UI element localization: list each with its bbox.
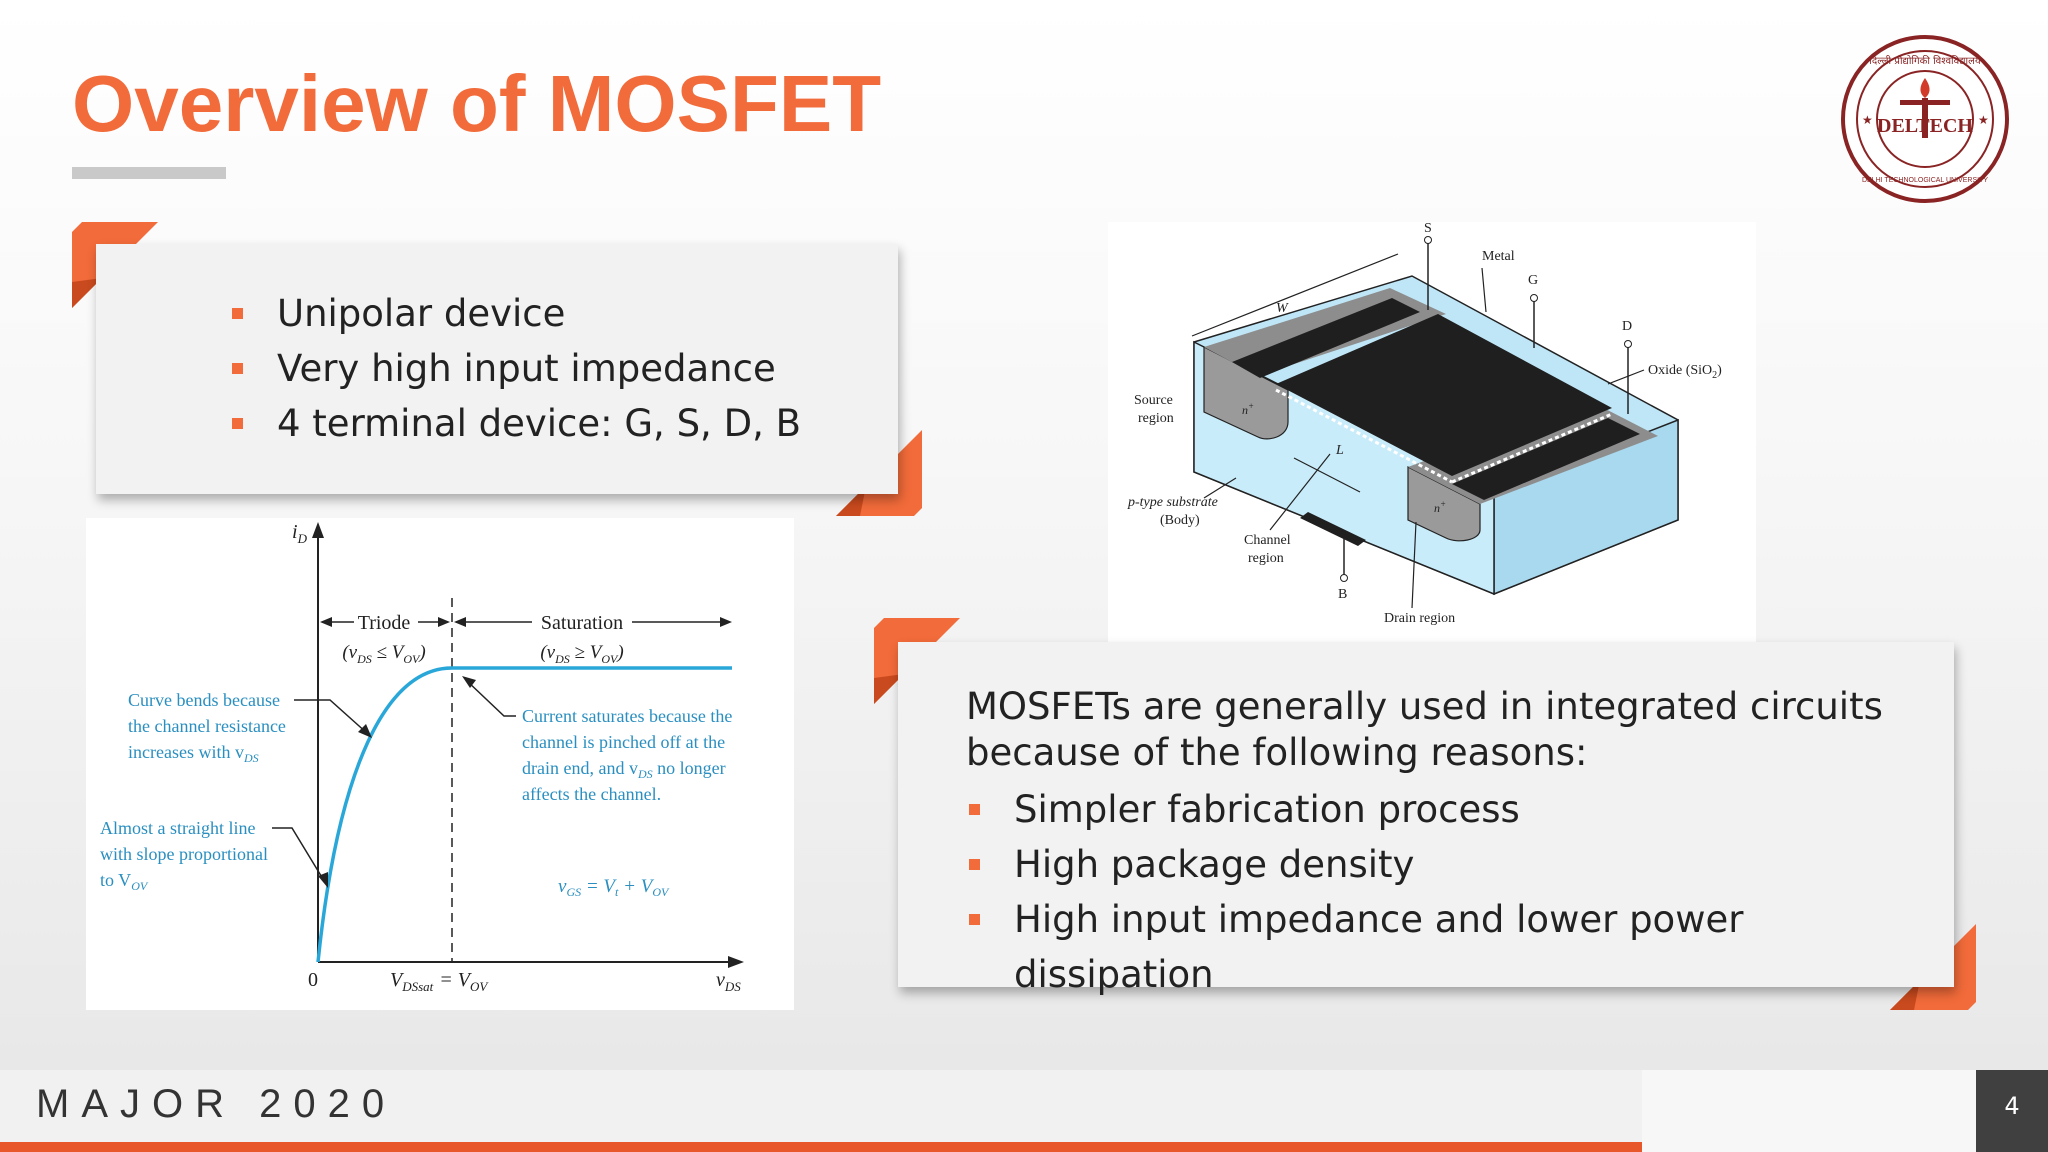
features-card: Unipolar device Very high input impedanc… xyxy=(96,244,898,494)
iv-characteristic-graph: iD vDS 0 VDSsat= VOV Triode (vDS ≤ VOV) … xyxy=(86,518,794,1010)
features-list: Unipolar device Very high input impedanc… xyxy=(232,286,801,451)
page-number: 4 xyxy=(2004,1092,2020,1120)
metal-label: Metal xyxy=(1482,249,1515,264)
title-underline xyxy=(72,167,226,179)
logo-star-right: ★ xyxy=(1978,113,1989,127)
bullet-square-icon xyxy=(232,363,243,374)
origin-label: 0 xyxy=(308,969,318,991)
svg-text:with slope proportional: with slope proportional xyxy=(100,844,268,864)
svg-text:affects the channel.: affects the channel. xyxy=(522,784,661,804)
logo-star-left: ★ xyxy=(1862,113,1873,127)
y-axis-label: iD xyxy=(292,521,308,546)
svg-text:Current saturates because the: Current saturates because the xyxy=(522,706,732,726)
n-plus-drain-label: n+ xyxy=(1434,499,1446,515)
vdssat-label: VDSsat= VOV xyxy=(390,969,489,994)
substrate-label: p-type substrate(Body) xyxy=(1127,495,1218,528)
n-plus-source-label: n+ xyxy=(1242,401,1254,417)
svg-text:to VOV: to VOV xyxy=(100,870,149,893)
list-item: Simpler fabrication process xyxy=(969,782,1954,837)
drain-region-label: Drain region xyxy=(1384,611,1455,626)
logo-english-text: DELHI TECHNOLOGICAL UNIVERSITY xyxy=(1862,177,1988,184)
vgs-equation: vGS = Vt + VOV xyxy=(558,876,670,899)
width-label: W xyxy=(1276,301,1289,316)
svg-text:increases with vDS: increases with vDS xyxy=(128,742,259,765)
bullet-square-icon xyxy=(969,914,980,925)
logo-hindi-text: दिल्ली प्रौद्योगिकी विश्वविद्यालय xyxy=(1869,55,1981,67)
triode-condition: (vDS ≤ VOV) xyxy=(342,642,425,666)
saturation-condition: (vDS ≥ VOV) xyxy=(540,642,623,666)
length-label: L xyxy=(1335,443,1344,458)
note-curve-bends: Curve bends because the channel resistan… xyxy=(128,690,286,765)
gate-metal xyxy=(1276,314,1612,476)
university-logo: DELTECH दिल्ली प्रौद्योगिकी विश्वविद्याल… xyxy=(1840,34,2010,204)
reasons-list: Simpler fabrication process High package… xyxy=(969,782,1954,1002)
note-current-saturates: Current saturates because the channel is… xyxy=(522,706,732,804)
slide-title: Overview of MOSFET xyxy=(72,59,882,148)
note-straight-line: Almost a straight line with slope propor… xyxy=(100,818,268,893)
terminal-d: D xyxy=(1622,319,1632,334)
footer-right-panel xyxy=(1642,1070,1976,1152)
list-item: Very high input impedance xyxy=(232,341,801,396)
reasons-intro: MOSFETs are generally used in integrated… xyxy=(966,685,1883,774)
svg-text:drain end, and vDS no longer: drain end, and vDS no longer xyxy=(522,758,726,781)
list-item: Unipolar device xyxy=(232,286,801,341)
list-item: 4 terminal device: G, S, D, B xyxy=(232,396,801,451)
svg-text:Curve bends because: Curve bends because xyxy=(128,690,280,710)
bullet-square-icon xyxy=(232,308,243,319)
reasons-card: MOSFETs are generally used in integrated… xyxy=(898,642,1954,996)
list-item: High package density xyxy=(969,837,1954,892)
logo-text: DELTECH xyxy=(1877,115,1973,137)
svg-text:Almost a straight line: Almost a straight line xyxy=(100,818,255,838)
terminal-b: B xyxy=(1338,587,1347,602)
source-metal xyxy=(1232,298,1420,378)
source-n-plus xyxy=(1203,346,1289,440)
footer-accent-line xyxy=(0,1142,1642,1152)
list-item: High input impedance and lower power dis… xyxy=(969,892,1954,1002)
svg-text:channel is pinched off at the: channel is pinched off at the xyxy=(522,732,725,752)
terminal-s: S xyxy=(1424,222,1432,236)
x-axis-label: vDS xyxy=(716,969,741,994)
oxide-label: Oxide (SiO2) xyxy=(1648,363,1722,381)
bullet-square-icon xyxy=(232,418,243,429)
id-vds-curve xyxy=(316,666,732,963)
page-number-box xyxy=(1976,1070,2048,1152)
saturation-label: Saturation xyxy=(541,612,623,634)
terminal-g: G xyxy=(1528,273,1538,288)
drain-n-plus xyxy=(1407,466,1481,542)
triode-label: Triode xyxy=(358,612,411,634)
footer-text: MAJOR 2020 xyxy=(36,1082,397,1126)
drain-metal xyxy=(1452,418,1640,500)
svg-text:the channel resistance: the channel resistance xyxy=(128,716,286,736)
bullet-square-icon xyxy=(969,804,980,815)
bullet-square-icon xyxy=(969,859,980,870)
footer-bar xyxy=(0,1070,1642,1142)
